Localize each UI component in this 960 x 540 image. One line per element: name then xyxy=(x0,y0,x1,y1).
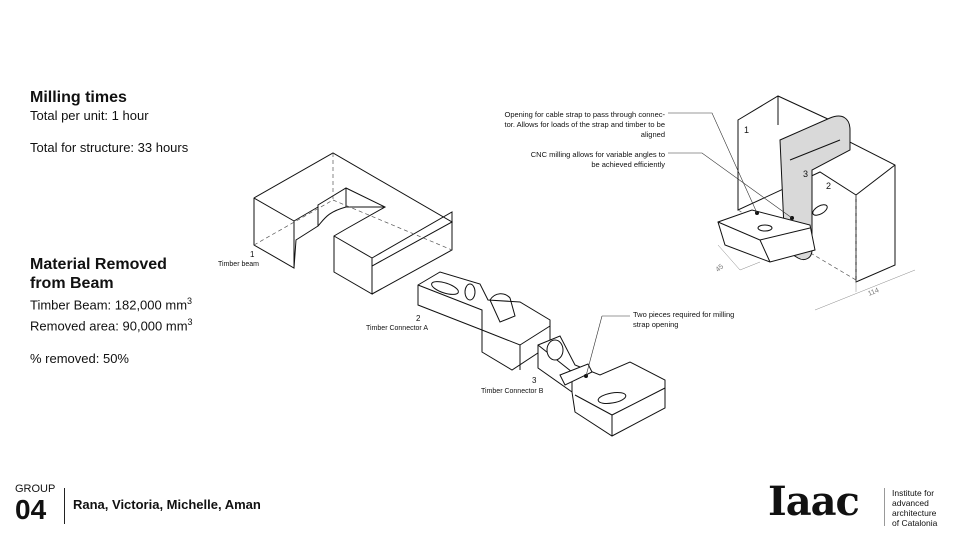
note-opening-line2: tor. Allows for loads of the strap and t… xyxy=(504,120,665,129)
removed-area-volume-text: Removed area: 90,000 mm xyxy=(30,318,188,334)
label-3-text: Timber Connector B xyxy=(481,388,544,395)
milling-heading: Milling times xyxy=(30,89,127,106)
iaac-line3: architecture xyxy=(892,508,937,518)
note-opening-line1: Opening for cable strap to pass through … xyxy=(504,110,665,119)
iaac-line1: Institute for xyxy=(892,488,935,498)
label-1-number: 1 xyxy=(250,250,255,259)
label-1-text: Timber beam xyxy=(218,261,259,268)
connector-a-drawing xyxy=(417,271,551,371)
label-3-number: 3 xyxy=(532,376,537,385)
note-two-pieces: Two pieces required for milling strap op… xyxy=(633,310,734,330)
detail-number-3: 3 xyxy=(803,169,809,179)
milling-structure: Total for structure: 33 hours xyxy=(30,140,189,155)
label-2-number: 2 xyxy=(416,314,421,323)
note-opening-line3: aligned xyxy=(640,130,665,139)
note-cnc: CNC milling allows for variable angles t… xyxy=(490,150,665,170)
group-label: GROUP xyxy=(15,483,56,495)
detail-number-1: 1 xyxy=(744,125,750,135)
iaac-wordmark: Iaac xyxy=(768,478,860,525)
iaac-line2: advanced xyxy=(892,498,929,508)
note-cnc-line1: CNC milling allows for variable angles t… xyxy=(530,150,665,159)
label-2-text: Timber Connector A xyxy=(366,325,428,332)
unit-superscript: 3 xyxy=(187,296,193,306)
connector-b-drawing xyxy=(537,335,666,437)
note-two-pieces-line1: Two pieces required for milling xyxy=(633,310,735,319)
group-members: Rana, Victoria, Michelle, Aman xyxy=(73,497,261,512)
percent-removed: % removed: 50% xyxy=(30,351,129,366)
note-opening: Opening for cable strap to pass through … xyxy=(470,110,665,140)
removed-area-volume: Removed area: 90,000 mm3 xyxy=(30,314,193,334)
timber-beam-volume-text: Timber Beam: 182,000 mm xyxy=(30,297,188,313)
unit-superscript: 3 xyxy=(187,317,193,327)
iaac-logo: Iaac Institute for advanced architecture… xyxy=(768,478,948,530)
milling-per-unit: Total per unit: 1 hour xyxy=(30,108,149,123)
iaac-line4: of Catalonia xyxy=(892,518,938,528)
timber-beam-drawing xyxy=(253,152,454,295)
material-heading-line1: Material Removed xyxy=(30,256,167,273)
note-cnc-line2: be achieved efficiently xyxy=(591,160,665,169)
footer-divider xyxy=(64,488,65,524)
timber-beam-volume: Timber Beam: 182,000 mm3 xyxy=(30,293,192,313)
material-heading-line2: from Beam xyxy=(30,275,114,292)
detail-number-2: 2 xyxy=(826,181,832,191)
detail-assembly-drawing xyxy=(717,95,916,311)
logo-divider xyxy=(884,488,885,526)
group-number: 04 xyxy=(15,494,47,525)
iaac-institute-text: Institute for advanced architecture of C… xyxy=(892,488,937,528)
note-two-pieces-line2: strap opening xyxy=(633,320,679,329)
